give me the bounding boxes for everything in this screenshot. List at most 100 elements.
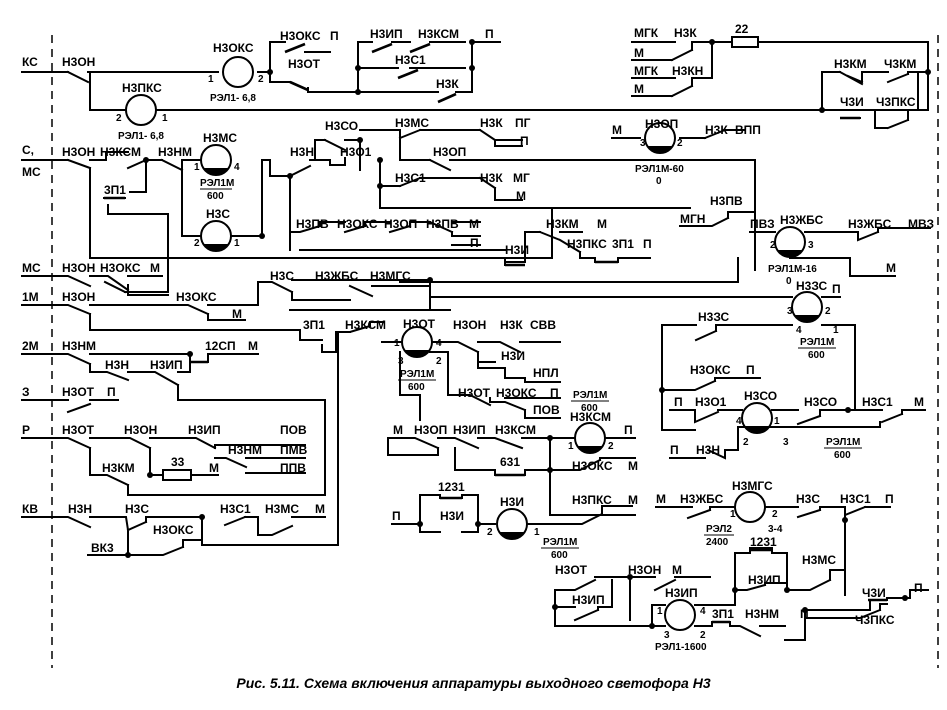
relay-type: РЭЛ1М: [400, 369, 434, 380]
contact-label: 3П1: [104, 183, 126, 197]
contact-label: МГ: [513, 171, 530, 185]
resistor-label: 33: [171, 455, 185, 469]
contact-label: 631: [500, 455, 520, 469]
contact-label: П: [624, 423, 633, 437]
contact-label: Н3МС: [265, 502, 299, 516]
row-ms-1m: [21, 275, 841, 353]
contact-label: Н3С1: [395, 171, 426, 185]
contact-label: П: [550, 386, 559, 400]
relay-type-value: 2400: [706, 537, 729, 548]
relay-type: РЭЛ1М: [543, 537, 577, 548]
contact-label: Н3И: [440, 509, 464, 523]
contact-label: Н3СО: [804, 395, 837, 409]
resistor-label: 22: [735, 22, 749, 36]
pin-label: 4: [234, 162, 240, 173]
contact-label: ПГ: [515, 116, 531, 130]
contact-label: П: [914, 581, 923, 595]
relay-n3ip: [664, 599, 696, 631]
pin-label: 2: [700, 630, 706, 641]
resistor-33: [162, 469, 192, 481]
contact-label: Н3С: [796, 492, 820, 506]
contact-label: Н3К: [436, 77, 459, 91]
relay-name: Н3И: [500, 495, 524, 509]
contact-label: Н3ЖБС: [848, 217, 892, 231]
resistor-22: [731, 36, 759, 48]
contact-label: Н3МС: [395, 116, 429, 130]
contact-label: Н3С1: [220, 502, 251, 516]
bus-label: МС: [22, 261, 41, 275]
figure-caption: Рис. 5.11. Схема включения аппаратуры вы…: [236, 675, 711, 691]
contact-label: Н3МГС: [370, 269, 411, 283]
contact-label: Н3О1: [340, 145, 372, 159]
contact-label: Н3ОКС: [100, 261, 141, 275]
n3ip-block: [552, 517, 929, 641]
contact-label: П: [674, 395, 683, 409]
contact-label: Н3ОН: [628, 563, 661, 577]
contact-label: НПЛ: [533, 366, 559, 380]
contact-label: Ч3ПКС: [876, 95, 916, 109]
contact-label: Н3ОКС: [496, 386, 537, 400]
contact-label: Н3НМ: [745, 607, 779, 621]
bus-label: 1М: [22, 290, 39, 304]
relay-type-value: 0: [786, 276, 792, 287]
contact-label: Н3ПВ: [296, 217, 329, 231]
contact-label: ПОВ: [280, 423, 307, 437]
contact-label: Н3ЖБС: [680, 492, 724, 506]
contact-label: Ч3КМ: [884, 57, 916, 71]
relay-name: Н3КСМ: [570, 410, 611, 424]
contact-label: Н3С1: [840, 492, 871, 506]
row-s: [21, 122, 756, 294]
contact-label: Н3ОКС: [176, 290, 217, 304]
relay-name: Н3ЖБС: [780, 213, 824, 227]
contact-label: Н3ОН: [124, 423, 157, 437]
relay-name: Н3ОП: [645, 117, 678, 131]
contact-label: ПМВ: [280, 443, 308, 457]
contact-label: Н3С: [270, 269, 294, 283]
contact-label: Н3НМ: [62, 339, 96, 353]
pin-label: 4: [736, 416, 742, 427]
contact-label: М: [612, 123, 622, 137]
contact-label: Н3ИП: [572, 593, 605, 607]
pin-label: 3: [783, 437, 789, 448]
pin-label: 2: [743, 437, 749, 448]
relay-type-value: 600: [207, 191, 224, 202]
pin-label: 3: [640, 138, 646, 149]
contact-label: Н3ОТ: [555, 563, 588, 577]
contact-label: М: [672, 563, 682, 577]
contact-label: Н3КСМ: [345, 318, 386, 332]
contact-label: 3П1: [303, 318, 325, 332]
contact-label: П: [392, 509, 401, 523]
contact-label: Н3ОКС: [572, 459, 613, 473]
contact-label: М: [393, 423, 403, 437]
contact-label: Н3С: [125, 502, 149, 516]
contact-label: П: [485, 27, 494, 41]
contact-label: ППВ: [280, 461, 306, 475]
relay-name: Н3ЗС: [796, 279, 828, 293]
relay-type: РЭЛ1М: [200, 178, 234, 189]
pin-label: 1: [194, 162, 200, 173]
contact-label: Н3ПВ: [710, 194, 743, 208]
row-kv: [21, 331, 351, 558]
contact-label: Н3И: [501, 349, 525, 363]
row-ks: [21, 39, 919, 126]
bus-label: Р: [22, 423, 30, 437]
contact-label: Ч3И: [862, 586, 886, 600]
pin-label: 2: [770, 240, 776, 251]
contact-label: 3П1: [612, 237, 634, 251]
pin-label: 3: [808, 240, 814, 251]
relay-name: Н3ОТ: [403, 317, 436, 331]
contact-label: 1231: [750, 535, 777, 549]
contact-label: ВК3: [91, 541, 114, 555]
contact-label: 1231: [438, 480, 465, 494]
pin-label: 1: [394, 338, 400, 349]
pin-label: 1: [730, 509, 736, 520]
contact-label: М: [597, 217, 607, 231]
contact-label: Н3ОН: [62, 290, 95, 304]
contact-label: 3П1: [712, 607, 734, 621]
relay-type: РЭЛ1М: [573, 390, 607, 401]
pin-label: 1: [657, 606, 663, 617]
contact-label: Н3ПВ: [426, 217, 459, 231]
contact-label: Н3КСМ: [495, 423, 536, 437]
n3ot-block: [381, 326, 561, 421]
